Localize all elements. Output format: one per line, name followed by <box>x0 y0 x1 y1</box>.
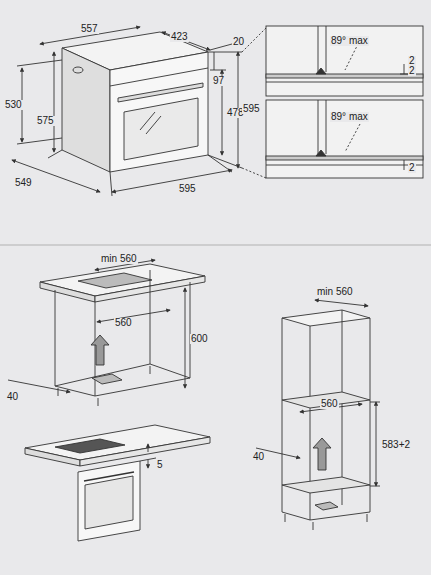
dimension-label: 423 <box>170 32 189 42</box>
dimension-label: min 560 <box>100 254 138 264</box>
dimension-label: 20 <box>232 37 245 47</box>
dimension-label: 530 <box>4 100 23 110</box>
oven-front <box>110 52 208 172</box>
dimension-label: 5 <box>156 460 164 470</box>
hob-cutout <box>78 273 152 288</box>
dimension-label: 89° max <box>330 112 369 122</box>
dimension-label: 557 <box>80 24 99 34</box>
dimension-label: 89° max <box>330 36 369 46</box>
dimension-label: 560 <box>114 318 133 328</box>
dimension-label: 583+2 <box>381 440 411 450</box>
oven-side <box>62 48 110 172</box>
dimension-label: 595 <box>242 104 261 114</box>
oven-window <box>124 98 198 160</box>
hob <box>55 439 125 453</box>
dimension-label: 2 <box>408 56 416 66</box>
dimension-label: 97 <box>212 76 225 86</box>
dimension-label: 595 <box>178 184 197 194</box>
dimension-label: min 560 <box>316 287 354 297</box>
dimension-label: 575 <box>36 116 55 126</box>
airflow-arrow <box>91 335 109 365</box>
dimension-label: 549 <box>14 178 33 188</box>
oven-front <box>78 461 140 541</box>
airflow-arrow <box>313 438 331 470</box>
oven-vent <box>73 67 83 73</box>
dimension-label: 40 <box>252 452 265 462</box>
detail-inset <box>266 26 423 96</box>
dimension-label: 2 <box>408 163 416 173</box>
dimension-label: 2 <box>408 66 416 76</box>
dimension-label: 40 <box>6 392 19 402</box>
dimension-label: 560 <box>320 399 339 409</box>
detail-inset <box>266 100 423 178</box>
dimension-label: 600 <box>190 334 209 344</box>
tall-cabinet <box>282 310 370 326</box>
